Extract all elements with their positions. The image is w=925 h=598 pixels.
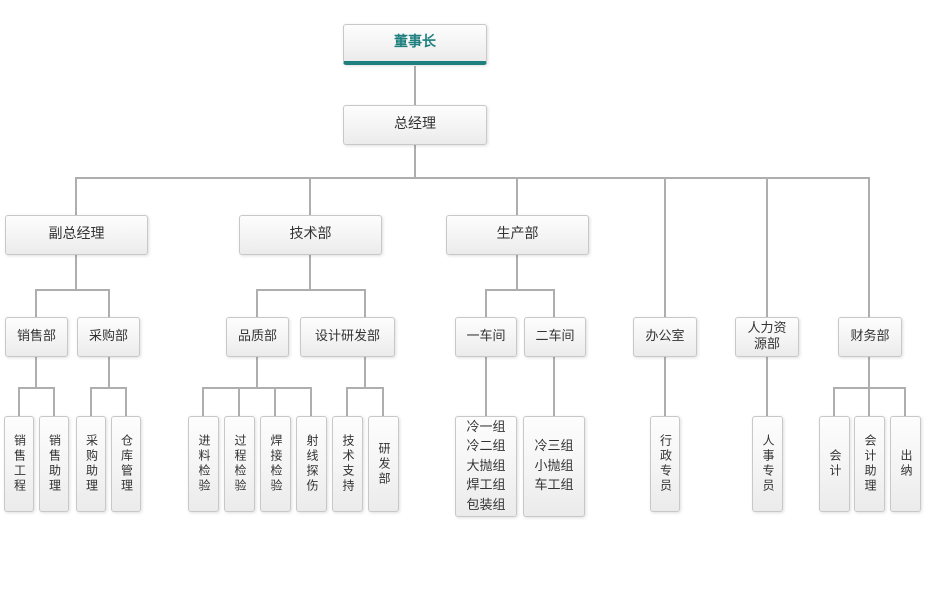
connector-line xyxy=(18,387,55,389)
node-hr-specialist: 人事专员 xyxy=(752,416,783,512)
connector-line xyxy=(90,387,92,416)
node-finance-dept: 财务部 xyxy=(838,317,902,357)
node-hr-dept: 人力资源部 xyxy=(735,317,799,357)
node-admin-specialist: 行政专员 xyxy=(650,416,680,512)
node-incoming-inspection: 进料检验 xyxy=(188,416,219,512)
node-rd-dept: 研发部 xyxy=(368,416,399,512)
node-sales-assistant: 销售助理 xyxy=(39,416,69,512)
connector-line xyxy=(868,177,870,317)
node-general-manager: 总经理 xyxy=(343,105,487,145)
node-radiographic-testing: 射线探伤 xyxy=(296,416,327,512)
node-purchasing-dept: 采购部 xyxy=(77,317,140,357)
connector-line xyxy=(256,357,258,387)
connector-line xyxy=(485,289,487,317)
connector-line xyxy=(553,357,555,416)
node-process-inspection: 过程检验 xyxy=(224,416,255,512)
connector-line xyxy=(274,387,276,416)
connector-line xyxy=(202,387,312,389)
node-chairman: 董事长 xyxy=(343,24,487,65)
node-design-rd-dept: 设计研发部 xyxy=(300,317,395,357)
connector-line xyxy=(125,387,127,416)
connector-line xyxy=(35,357,37,387)
connector-line xyxy=(904,387,906,416)
connector-line xyxy=(414,66,416,105)
connector-line xyxy=(75,255,77,289)
node-workshop-1-groups: 冷一组 冷二组 大抛组 焊工组 包装组 xyxy=(455,416,517,517)
node-cashier: 出纳 xyxy=(890,416,921,512)
connector-line xyxy=(382,387,384,416)
connector-line xyxy=(256,289,258,317)
connector-line xyxy=(108,289,110,317)
connector-line xyxy=(53,387,55,416)
node-purchasing-assistant: 采购助理 xyxy=(76,416,106,512)
node-warehouse-management: 仓库管理 xyxy=(111,416,141,512)
connector-line xyxy=(485,289,555,291)
connector-line xyxy=(364,289,366,317)
connector-line xyxy=(256,289,366,291)
node-quality-dept: 品质部 xyxy=(226,317,289,357)
node-accounting-assistant: 会计助理 xyxy=(854,416,885,512)
node-technical-support: 技术支持 xyxy=(332,416,363,512)
node-production-dept: 生产部 xyxy=(446,215,589,255)
node-welding-inspection: 焊接检验 xyxy=(260,416,291,512)
connector-line xyxy=(664,357,666,416)
connector-line xyxy=(766,177,768,317)
connector-line xyxy=(553,289,555,317)
node-workshop-1: 一车间 xyxy=(455,317,517,357)
node-deputy-general-manager: 副总经理 xyxy=(5,215,148,255)
connector-line xyxy=(868,357,870,387)
connector-line xyxy=(310,387,312,416)
node-technology-dept: 技术部 xyxy=(239,215,382,255)
node-sales-dept: 销售部 xyxy=(5,317,68,357)
connector-line xyxy=(238,387,240,416)
connector-line xyxy=(766,357,768,416)
connector-line xyxy=(414,145,416,177)
connector-line xyxy=(90,387,127,389)
connector-line xyxy=(516,177,518,215)
connector-line xyxy=(516,255,518,289)
connector-line xyxy=(346,387,348,416)
connector-line xyxy=(346,387,384,389)
connector-line xyxy=(833,387,835,416)
connector-line xyxy=(108,357,110,387)
connector-line xyxy=(35,289,37,317)
node-workshop-2-groups: 冷三组 小抛组 车工组 xyxy=(523,416,585,517)
connector-line xyxy=(35,289,110,291)
node-accountant: 会计 xyxy=(819,416,850,512)
node-office: 办公室 xyxy=(633,317,697,357)
connector-line xyxy=(18,387,20,416)
connector-line xyxy=(664,177,666,317)
connector-line xyxy=(75,177,870,179)
connector-line xyxy=(485,357,487,416)
node-sales-engineering: 销售工程 xyxy=(4,416,34,512)
node-workshop-2: 二车间 xyxy=(524,317,586,357)
connector-line xyxy=(202,387,204,416)
connector-line xyxy=(75,177,77,215)
connector-line xyxy=(309,177,311,215)
connector-line xyxy=(309,255,311,289)
connector-line xyxy=(364,357,366,387)
connector-line xyxy=(868,387,870,416)
